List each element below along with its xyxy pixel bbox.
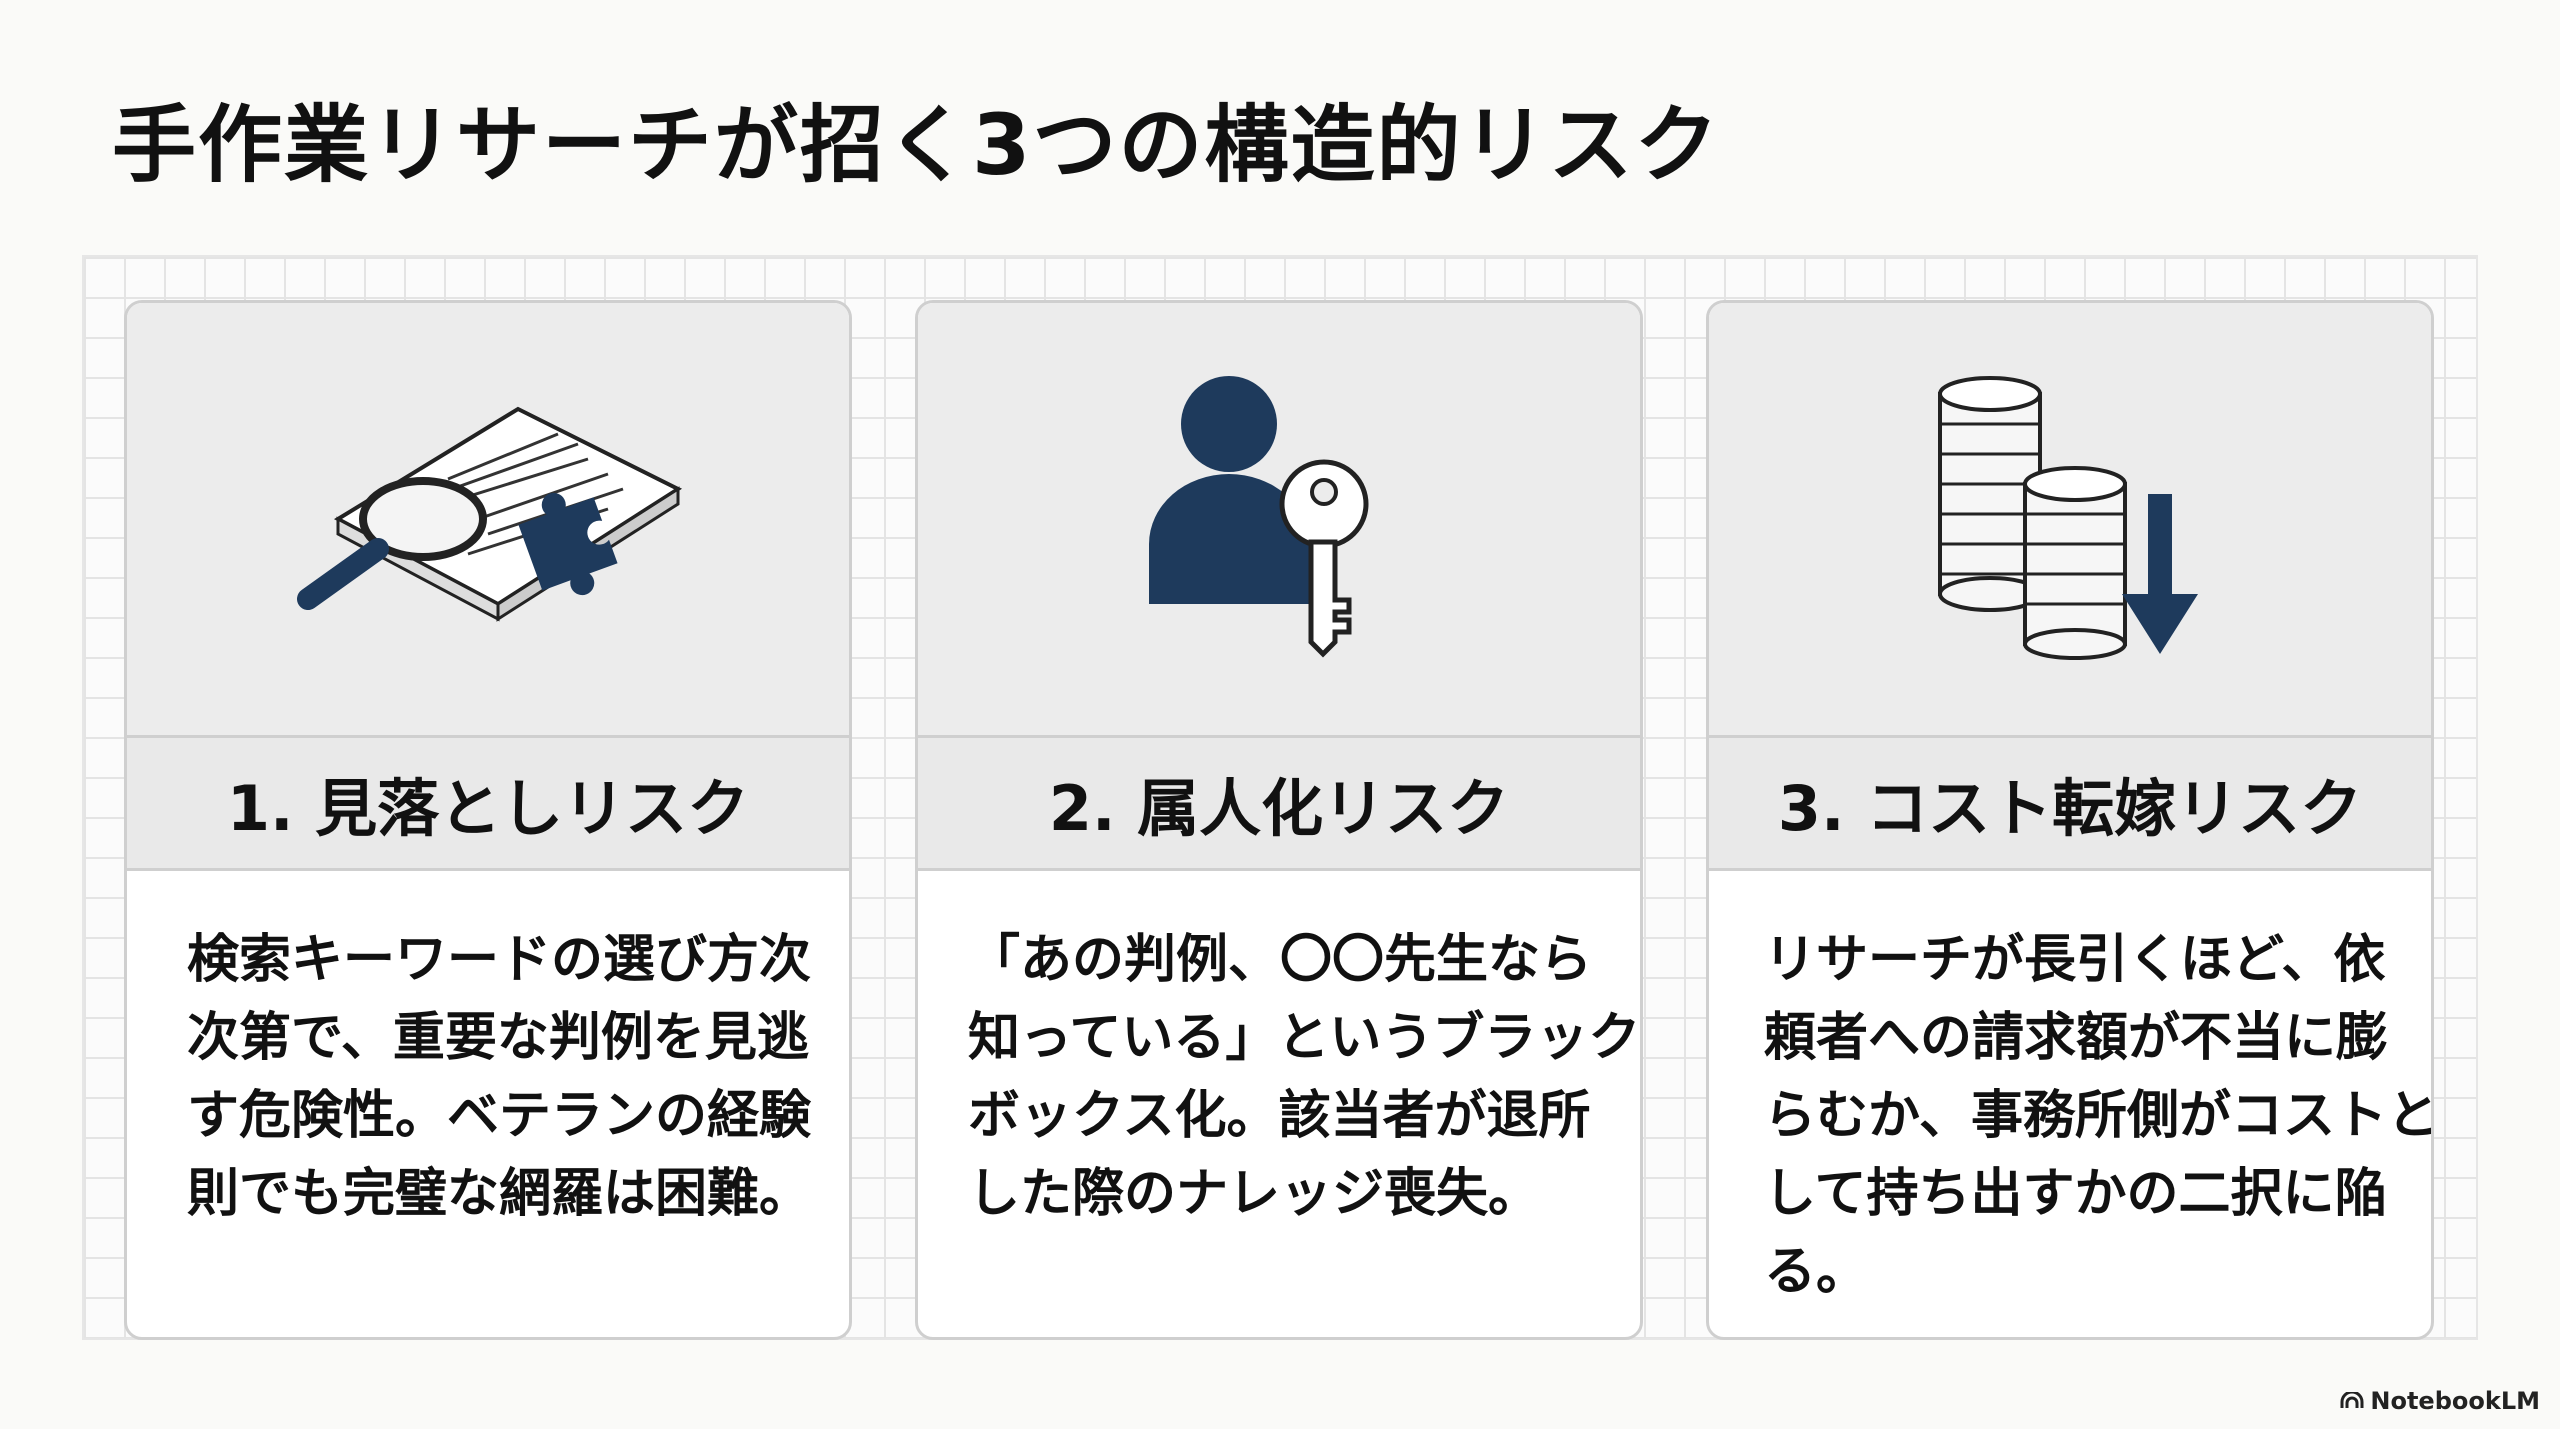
card-heading: 3. コスト転嫁リスク (1709, 738, 2431, 871)
risk-card-cost: 3. コスト転嫁リスク リサーチが長引くほど、依頼者への請求額が不当に膨 らむか… (1706, 300, 2434, 1340)
notebooklm-logo-icon (2340, 1392, 2364, 1408)
card-description: 検索キーワードの選び方次次第で、重要な判例を見逃 す危険性。ベテランの経験則でも… (187, 930, 812, 1224)
card-heading: 1. 見落としリスク (127, 738, 849, 871)
card-description: 「あの判例、〇〇先生なら知っている」というブラック ボックス化。該当者が退所した… (968, 930, 1641, 1224)
notebooklm-watermark: NotebookLM (2340, 1387, 2540, 1415)
page-title: 手作業リサーチが招く3つの構造的リスク (112, 96, 1721, 194)
document-magnifier-puzzle-icon (297, 406, 683, 622)
coins-down-arrow-icon (1938, 376, 2198, 660)
card-description: リサーチが長引くほど、依頼者への請求額が不当に膨 らむか、事務所側がコストとして… (1764, 930, 2434, 1302)
risk-card-oversight: 1. 見落としリスク 検索キーワードの選び方次次第で、重要な判例を見逃 す危険性… (124, 300, 852, 1340)
card-heading: 2. 属人化リスク (918, 738, 1640, 871)
person-key-icon (1149, 376, 1369, 658)
risk-card-dependency: 2. 属人化リスク 「あの判例、〇〇先生なら知っている」というブラック ボックス… (915, 300, 1643, 1340)
